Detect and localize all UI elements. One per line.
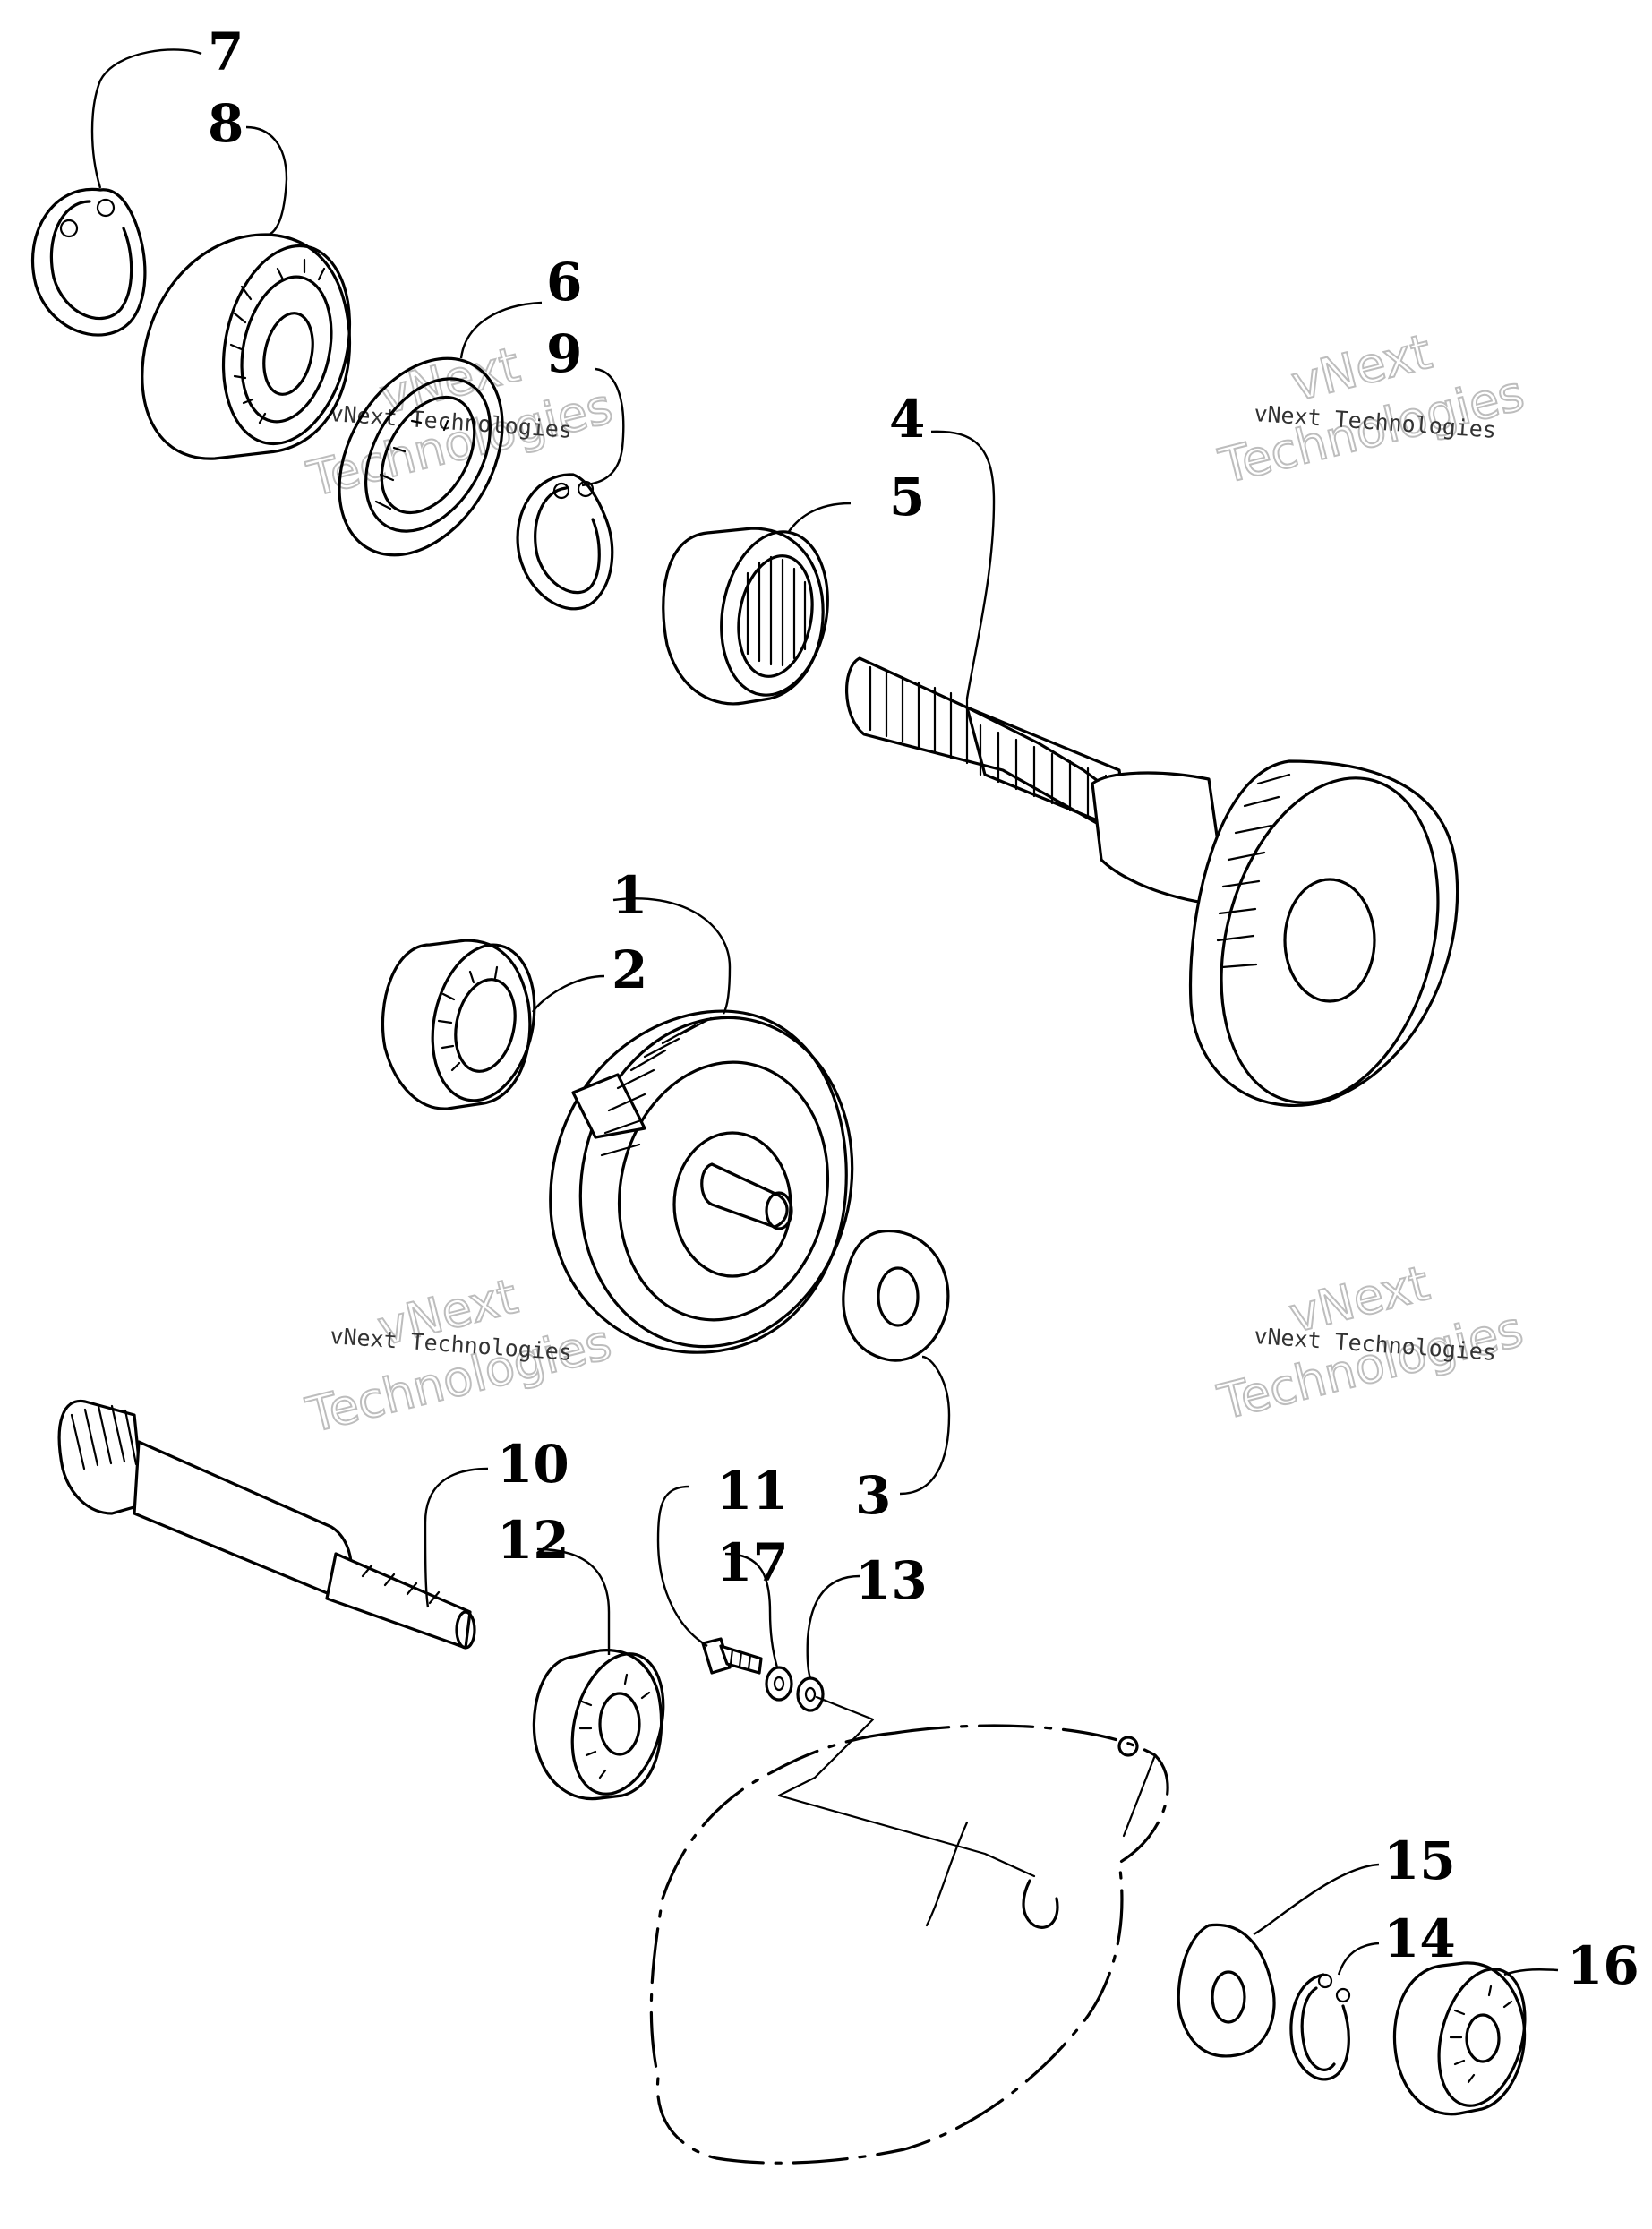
ball-bearing-part-2 — [381, 939, 536, 1110]
callout-1: 1 — [612, 865, 647, 926]
callout-7: 7 — [208, 21, 244, 82]
driven-gear-part-1 — [549, 1009, 854, 1354]
callout-2: 2 — [612, 939, 647, 1000]
callout-14: 14 — [1383, 1908, 1456, 1969]
gear-shaft-part-4 — [844, 656, 1459, 1107]
callout-6: 6 — [546, 252, 582, 313]
circlip-part-9 — [516, 473, 614, 611]
callout-labels: 7 8 6 9 4 5 1 2 3 10 12 11 17 13 15 14 1… — [208, 21, 1639, 1996]
bolt-part-11 — [701, 1637, 763, 1675]
callout-5: 5 — [889, 467, 925, 527]
washer-part-17 — [765, 1666, 793, 1702]
washer-part-13 — [796, 1676, 825, 1712]
callout-12: 12 — [497, 1510, 569, 1571]
callout-9: 9 — [546, 323, 582, 384]
ball-bearing-part-16 — [1392, 1961, 1527, 2116]
ball-bearing-part-12 — [532, 1649, 665, 1801]
ball-bearing-part-8 — [141, 233, 352, 460]
watermark-top-right: vNext Technologies — [1212, 322, 1530, 496]
callout-11: 11 — [716, 1461, 789, 1522]
callout-15: 15 — [1383, 1830, 1456, 1891]
circlip-part-7 — [30, 187, 147, 337]
callout-4: 4 — [889, 389, 925, 450]
callout-3: 3 — [855, 1465, 891, 1526]
callout-8: 8 — [208, 93, 244, 154]
callout-10: 10 — [497, 1434, 569, 1495]
callout-16: 16 — [1567, 1935, 1639, 1996]
oil-seal-part-15 — [1177, 1923, 1276, 2058]
leader-lines — [90, 48, 1559, 1976]
circlip-part-14 — [1289, 1973, 1351, 2081]
needle-bearing-part-5 — [662, 527, 829, 706]
crankcase-cover — [649, 1724, 1169, 2165]
callout-17: 17 — [716, 1532, 789, 1593]
thrust-washer-part-3 — [842, 1230, 950, 1362]
oil-seal-part-6 — [338, 356, 504, 557]
callout-13: 13 — [855, 1550, 928, 1611]
kick-shaft-part-10 — [57, 1399, 476, 1650]
